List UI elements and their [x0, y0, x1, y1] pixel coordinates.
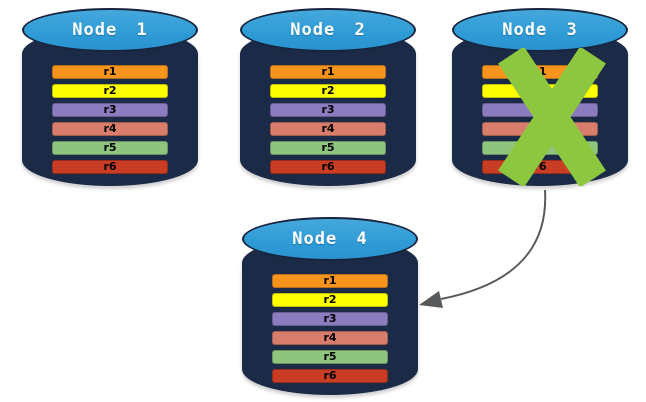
failure-x-icon	[498, 48, 606, 186]
node-1-cylinder-top	[22, 8, 198, 52]
replica-bar-r4: r4	[52, 122, 168, 136]
node-1-replica-list: r1 r2 r3 r4 r5 r6	[52, 65, 168, 179]
failover-arrow	[419, 189, 547, 308]
node-3-cylinder: Node 3 r1 r2 r3 r4 r5 r6	[452, 8, 628, 186]
node-3-cylinder-top	[452, 8, 628, 52]
failover-arrow-line	[440, 189, 547, 300]
replica-bar-r6: r6	[270, 160, 386, 174]
node-2-title: Node 2	[290, 20, 366, 40]
replica-bar-r5: r5	[272, 350, 388, 364]
replica-bar-r3: r3	[52, 103, 168, 117]
node-4-title: Node 4	[292, 229, 368, 249]
replica-bar-r1: r1	[270, 65, 386, 79]
replica-bar-r2: r2	[270, 84, 386, 98]
replica-bar-r2: r2	[52, 84, 168, 98]
node-4-cylinder: Node 4 r1 r2 r3 r4 r5 r6	[242, 217, 418, 395]
node-2-cylinder: Node 2 r1 r2 r3 r4 r5 r6	[240, 8, 416, 186]
replica-bar-r1: r1	[272, 274, 388, 288]
node-4-cylinder-top	[242, 217, 418, 261]
replica-bar-r2: r2	[272, 293, 388, 307]
failover-arrowhead-icon	[419, 291, 443, 308]
node-1-title: Node 1	[72, 20, 148, 40]
replica-bar-r4: r4	[272, 331, 388, 345]
node-2-cylinder-top	[240, 8, 416, 52]
replica-bar-r6: r6	[52, 160, 168, 174]
replica-bar-r3: r3	[270, 103, 386, 117]
node-2-replica-list: r1 r2 r3 r4 r5 r6	[270, 65, 386, 179]
replica-bar-r5: r5	[270, 141, 386, 155]
node-4-replica-list: r1 r2 r3 r4 r5 r6	[272, 274, 388, 388]
replica-bar-r5: r5	[52, 141, 168, 155]
replica-bar-r1: r1	[52, 65, 168, 79]
replica-bar-r6: r6	[272, 369, 388, 383]
replica-bar-r3: r3	[272, 312, 388, 326]
node-1-cylinder: Node 1 r1 r2 r3 r4 r5 r6	[22, 8, 198, 186]
replica-bar-r4: r4	[270, 122, 386, 136]
node-3-title: Node 3	[502, 20, 578, 40]
